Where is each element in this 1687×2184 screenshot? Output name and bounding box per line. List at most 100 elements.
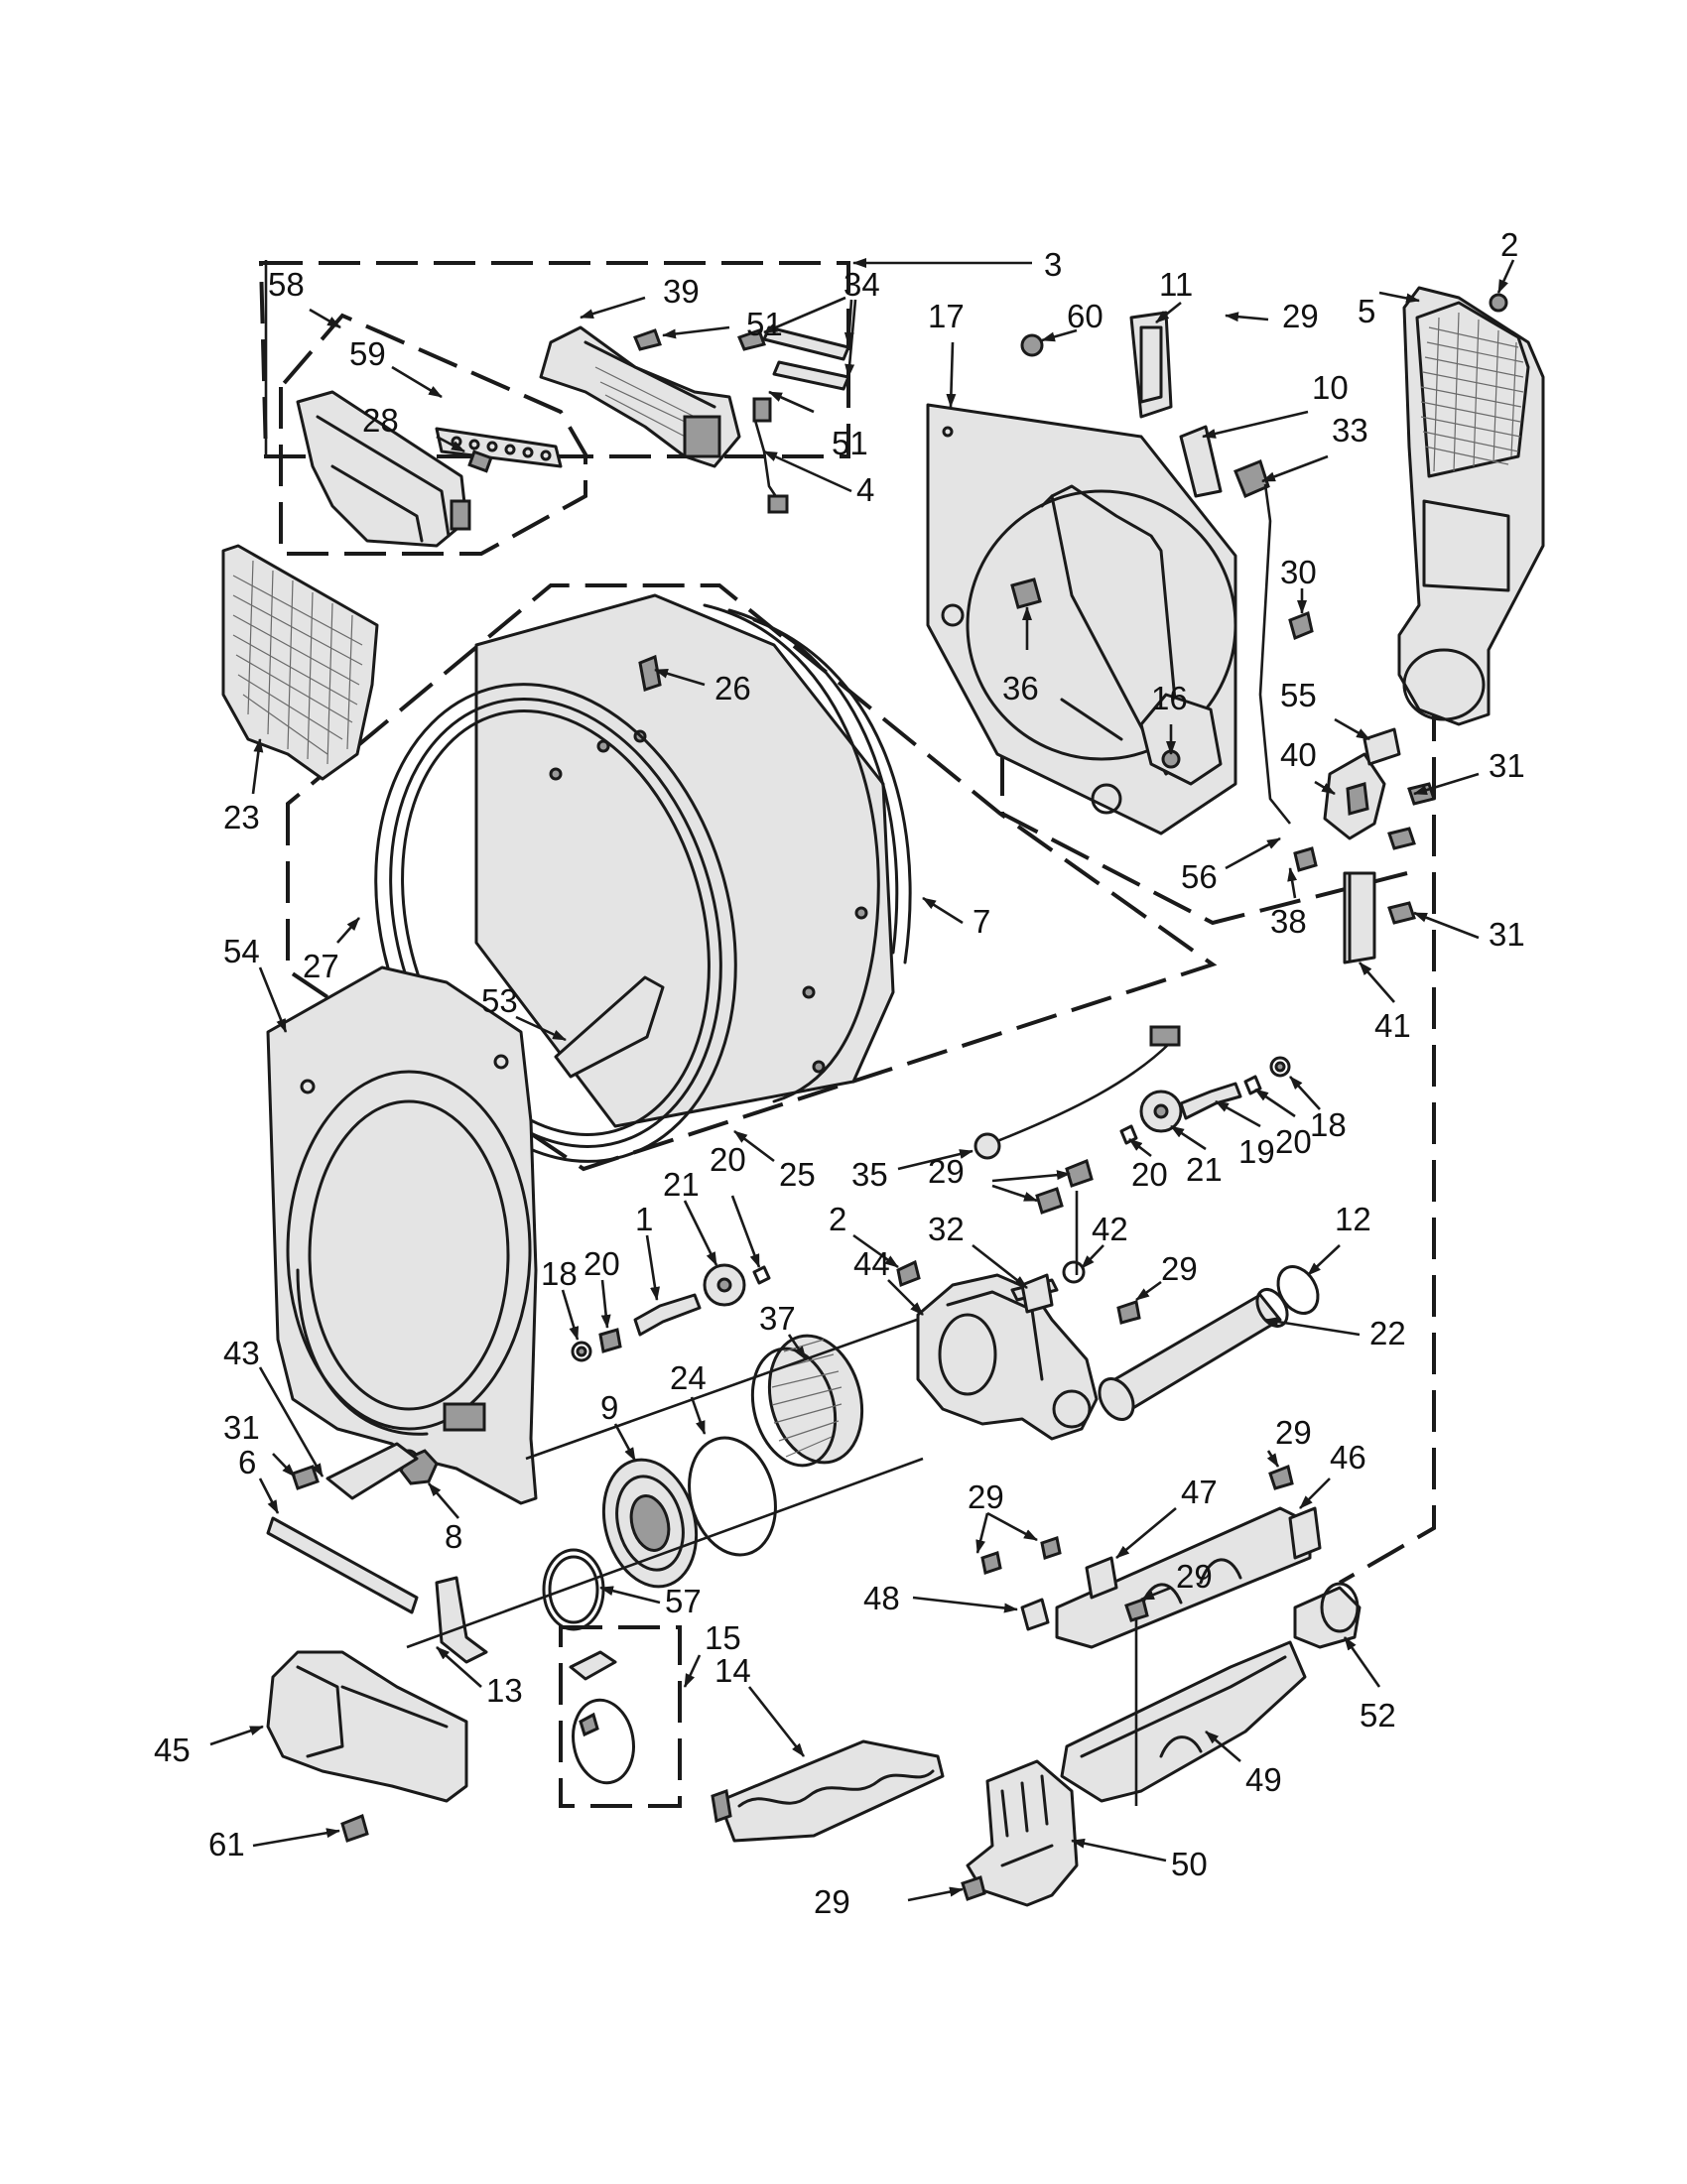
drum-7 [474, 593, 912, 1128]
callout-29-pair: 29 [968, 1478, 1004, 1515]
callout-9: 9 [600, 1389, 618, 1426]
callout-49: 49 [1245, 1761, 1282, 1798]
callout-11: 11 [1159, 266, 1193, 303]
callout-12: 12 [1335, 1201, 1371, 1237]
callout-41: 41 [1374, 1007, 1411, 1044]
callout-46: 46 [1330, 1439, 1366, 1476]
drum-front-seal-27 [374, 683, 737, 1163]
parts-43-6-31-13 [266, 1442, 488, 1664]
brackets-47-48 [980, 1464, 1294, 1806]
lint-screen-23 [221, 544, 379, 781]
wire-4 [752, 397, 789, 514]
callout-38: 38 [1270, 903, 1307, 940]
callout-54: 54 [223, 933, 260, 969]
callout-20-left: 20 [584, 1245, 620, 1282]
exhaust-tube-22 [1098, 1288, 1289, 1421]
lint-duct-39 [539, 325, 741, 468]
filter-cover-5 [1397, 286, 1545, 726]
thermostat-30 [1288, 610, 1314, 641]
callout-30: 30 [1280, 554, 1317, 590]
callout-51-a: 51 [746, 306, 783, 342]
idler-shaft-parts-left [571, 1263, 771, 1362]
valve-40-55-41 [1293, 727, 1436, 964]
bracket-50 [961, 1759, 1079, 1907]
bracket-32 [1020, 1273, 1054, 1314]
callout-37: 37 [759, 1300, 796, 1337]
callout-44: 44 [853, 1245, 890, 1282]
callout-42: 42 [1092, 1211, 1128, 1247]
seal-57 [542, 1548, 605, 1631]
callout-48: 48 [863, 1580, 900, 1616]
bolt-36 [1010, 578, 1042, 609]
callout-20-left-upper: 20 [710, 1141, 746, 1178]
ring-24 [688, 1436, 777, 1557]
callout-1: 1 [635, 1201, 653, 1237]
callout-20-right: 20 [1275, 1123, 1312, 1160]
callout-29-blower: 29 [928, 1153, 965, 1190]
switch-35 [973, 1025, 1181, 1160]
leader-arrows [209, 258, 1515, 1902]
screws-29-42 [1035, 1158, 1141, 1325]
callout-22: 22 [1369, 1315, 1406, 1351]
heater-element-14 [711, 1739, 945, 1843]
callout-57: 57 [665, 1583, 702, 1619]
callout-20-right-lower: 20 [1131, 1156, 1168, 1193]
callout-23: 23 [223, 799, 260, 835]
callout-2-top: 2 [1500, 226, 1518, 263]
callout-21-right: 21 [1186, 1151, 1223, 1188]
callout-17: 17 [928, 298, 965, 334]
callout-29-top: 29 [1282, 298, 1319, 334]
callout-31-lower: 31 [1489, 916, 1525, 953]
callout-14: 14 [714, 1652, 751, 1689]
callout-35: 35 [851, 1156, 888, 1193]
blower-wheel-37 [750, 1334, 864, 1468]
rear-shaft-line [406, 1457, 924, 1649]
strip-59 [435, 427, 563, 468]
callout-26: 26 [714, 670, 751, 707]
drive-shaft-line [525, 1298, 973, 1461]
callout-50: 50 [1171, 1846, 1208, 1882]
burner-bracket-58 [296, 390, 471, 548]
clip-28 [467, 450, 493, 473]
callout-15: 15 [705, 1619, 741, 1656]
callout-8: 8 [445, 1518, 462, 1555]
strips-34 [762, 325, 850, 391]
callout-40: 40 [1280, 736, 1317, 773]
callout-56: 56 [1181, 858, 1218, 895]
callout-29-heater: 29 [1275, 1414, 1312, 1451]
callout-58: 58 [268, 266, 305, 303]
callout-39: 39 [663, 273, 700, 310]
callout-45: 45 [154, 1732, 191, 1768]
callout-32: 32 [928, 1211, 965, 1247]
front-duct-45 [266, 1650, 468, 1843]
callout-24: 24 [670, 1359, 707, 1396]
rear-panel-17 [926, 403, 1237, 835]
callout-29-bottom: 29 [814, 1883, 850, 1920]
callout-55: 55 [1280, 677, 1317, 713]
bearing-9 [601, 1458, 699, 1589]
callout-10: 10 [1312, 369, 1349, 406]
callout-43: 43 [223, 1335, 260, 1371]
roller-parts-right [1119, 1056, 1291, 1145]
callout-34: 34 [844, 266, 880, 303]
callout-31-left: 31 [223, 1409, 260, 1446]
callout-18-right: 18 [1310, 1106, 1347, 1143]
callout-6: 6 [238, 1444, 256, 1480]
callout-31-upper: 31 [1489, 747, 1525, 784]
callout-51-b: 51 [832, 425, 868, 461]
callout-4: 4 [856, 471, 874, 508]
callout-16: 16 [1151, 680, 1188, 716]
callout-36: 36 [1002, 670, 1039, 707]
callout-2-lower: 2 [829, 1201, 846, 1237]
callout-52: 52 [1360, 1697, 1396, 1734]
front-bulkhead-54 [266, 965, 538, 1505]
callout-21-left: 21 [663, 1166, 700, 1203]
callout-5: 5 [1358, 293, 1375, 329]
parts-60-11-10-33 [1020, 311, 1292, 825]
callout-28: 28 [362, 402, 399, 439]
callout-29-mid: 29 [1176, 1558, 1213, 1595]
baffle-53 [554, 975, 665, 1079]
callout-47: 47 [1181, 1474, 1218, 1510]
callout-13: 13 [486, 1672, 523, 1709]
